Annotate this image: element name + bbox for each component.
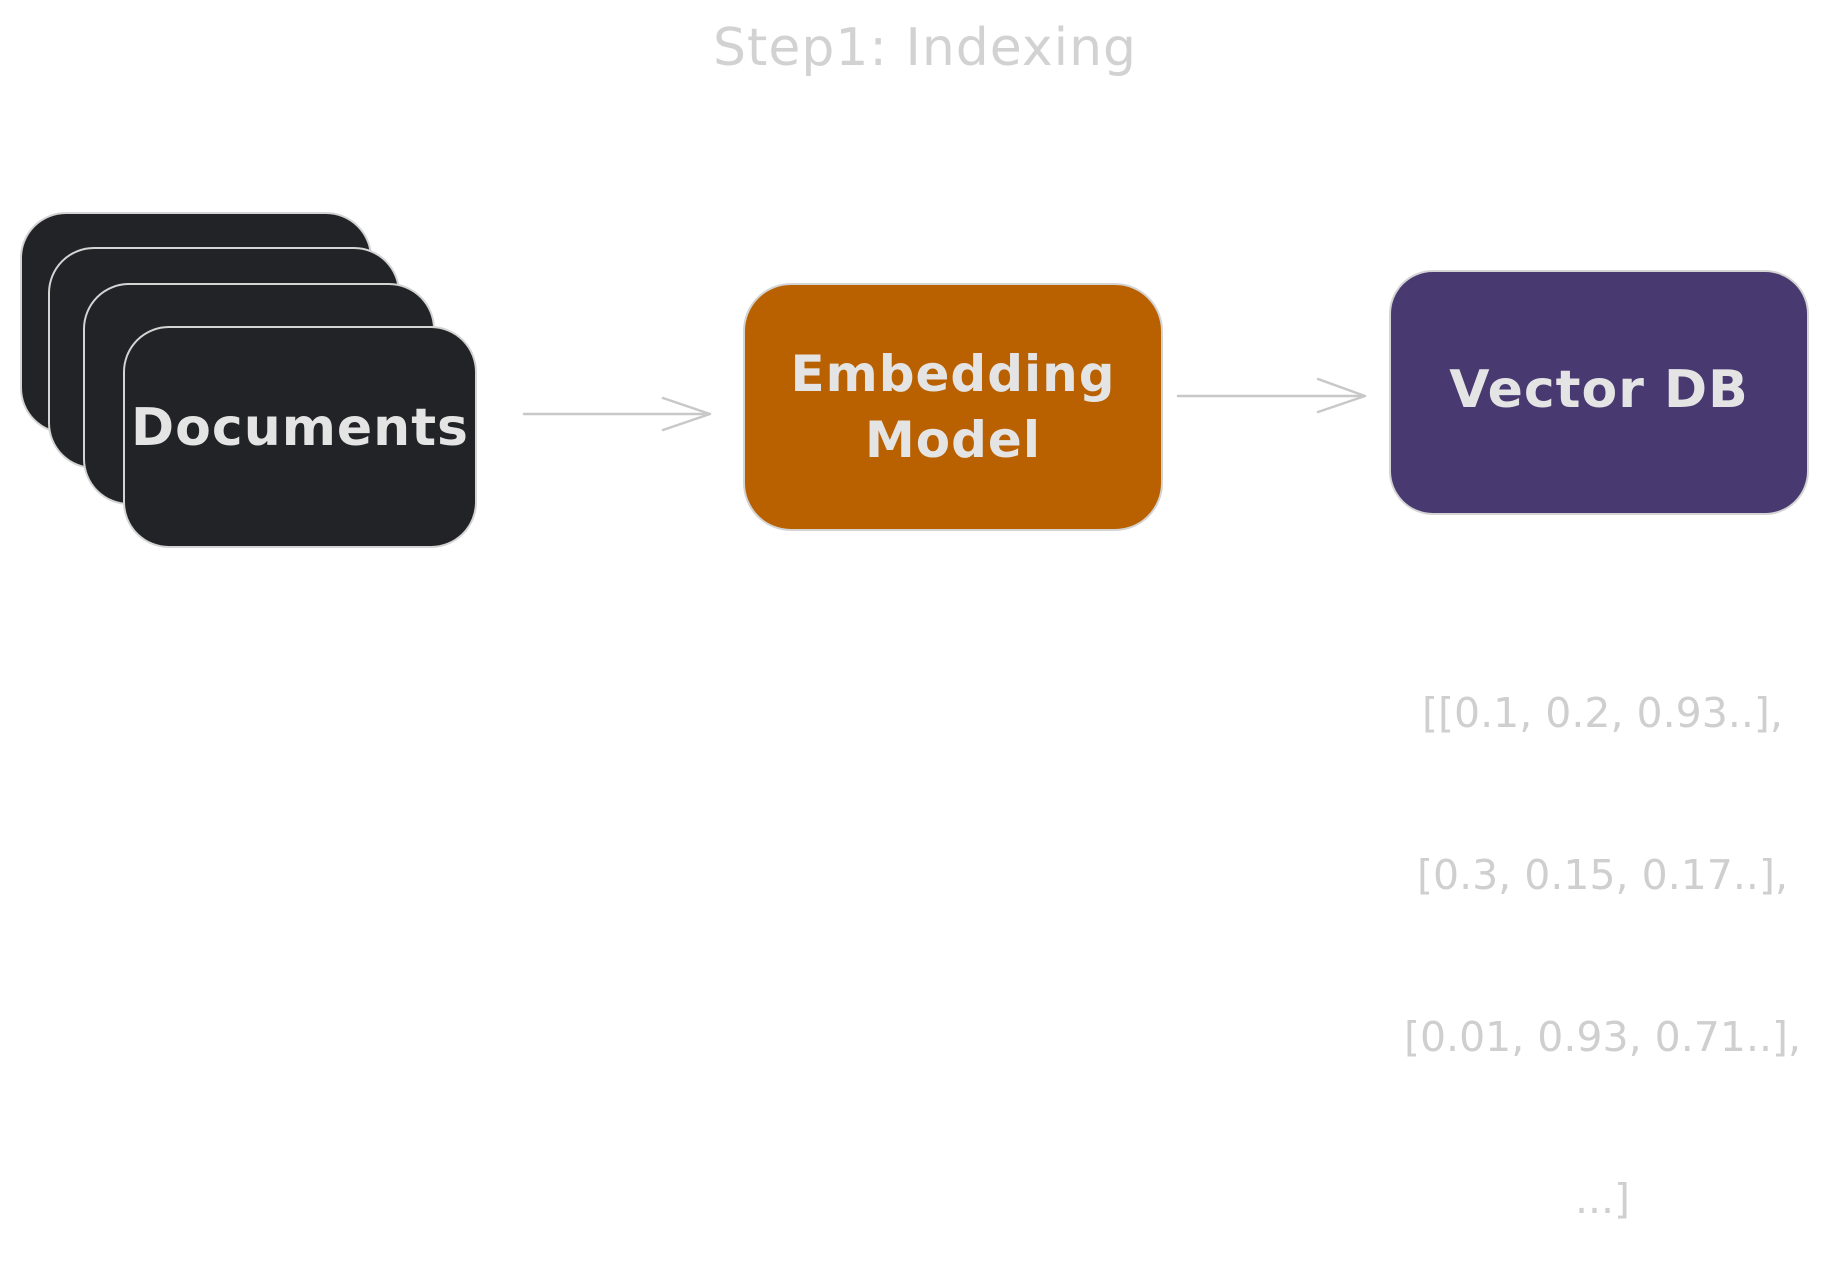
vector-db-label: Vector DB	[1449, 360, 1749, 420]
arrow-documents-to-embedding	[522, 396, 712, 432]
embedding-model-label: Embedding Model	[745, 341, 1161, 473]
vector-values-line: [0.01, 0.93, 0.71..],	[1403, 1013, 1802, 1061]
vector-values-line: ...]	[1574, 1175, 1631, 1223]
vector-values-line: [[0.1, 0.2, 0.93..],	[1422, 689, 1783, 737]
embedding-label-line-1: Embedding	[790, 345, 1116, 403]
vector-values-line: [0.3, 0.15, 0.17..],	[1416, 851, 1788, 899]
documents-node: Documents	[123, 326, 477, 548]
documents-label: Documents	[130, 398, 469, 458]
arrow-embedding-to-vectordb	[1176, 377, 1367, 414]
embedding-model-node: Embedding Model	[743, 283, 1163, 531]
diagram-title: Step1: Indexing	[712, 18, 1138, 78]
vector-db-node: Vector DB	[1389, 270, 1809, 515]
embedding-label-line-2: Model	[865, 411, 1041, 469]
vector-values-annotation: [[0.1, 0.2, 0.93..], [0.3, 0.15, 0.17..]…	[1400, 578, 1805, 1280]
